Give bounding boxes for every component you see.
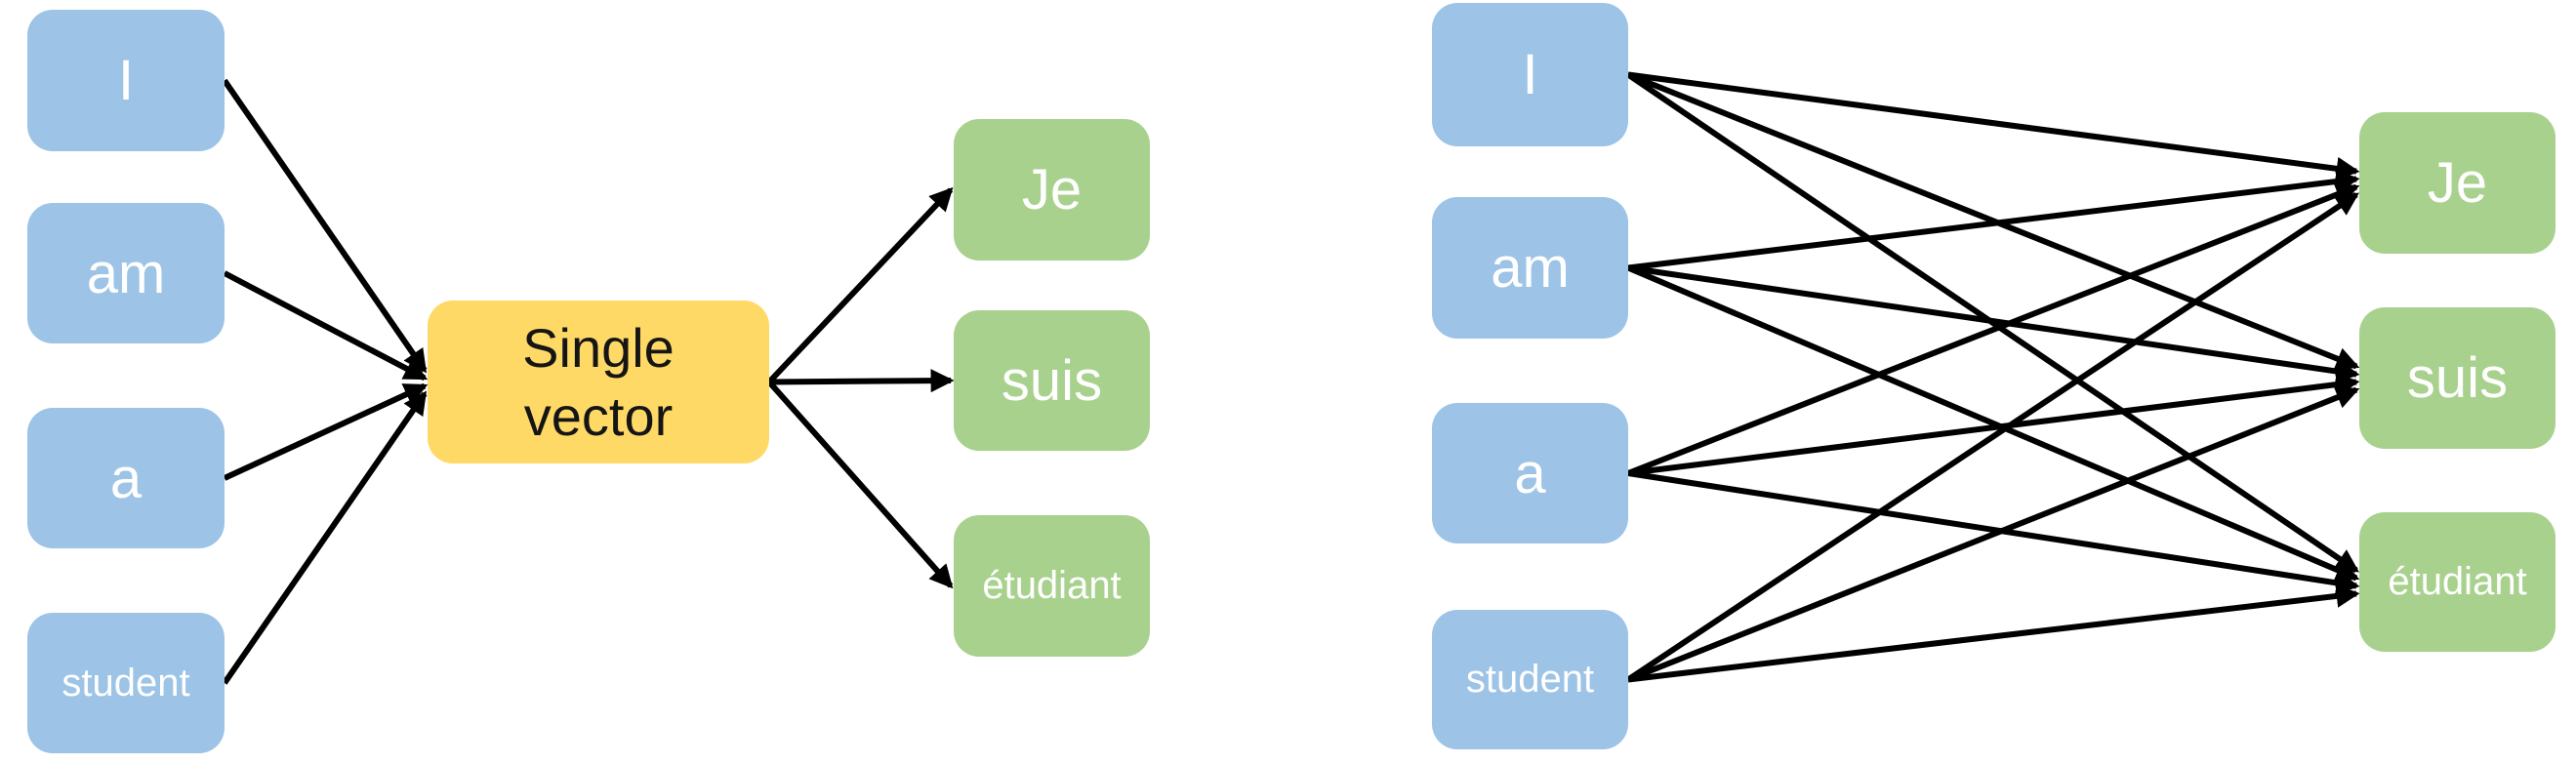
connection-arrow	[1627, 71, 2360, 181]
connection-arrow	[1627, 264, 2360, 383]
single-vector-label: Single vector	[522, 316, 675, 447]
connection-arrow	[766, 380, 954, 589]
left-target-word-box: Je	[954, 119, 1150, 261]
connection-arrow	[768, 369, 955, 393]
right-source-word-label: student	[1465, 658, 1595, 701]
connection-arrow	[223, 270, 429, 382]
left-source-word-box: I	[27, 10, 225, 151]
right-target-word-label: étudiant	[2388, 560, 2527, 603]
left-target-word-box: suis	[954, 310, 1150, 451]
left-target-word-label: Je	[1021, 158, 1083, 221]
connection-arrow	[1626, 192, 2359, 682]
connection-arrow	[1626, 264, 2360, 582]
left-source-word-box: a	[27, 408, 225, 548]
right-source-word-label: am	[1491, 236, 1570, 300]
right-source-word-box: a	[1432, 403, 1628, 543]
connection-arrow	[1627, 583, 2360, 683]
connection-arrow	[1626, 71, 2360, 371]
connection-arrow	[1626, 72, 2359, 573]
connection-arrow	[222, 390, 428, 685]
left-source-word-label: am	[86, 241, 166, 305]
connection-arrow	[1626, 385, 2360, 683]
connection-arrow	[1627, 170, 2360, 271]
connection-arrow	[223, 382, 429, 481]
right-source-word-label: a	[1514, 441, 1546, 505]
single-vector-box: Single vector	[428, 301, 769, 463]
connection-arrow	[222, 78, 428, 374]
connection-arrow	[1627, 470, 2360, 595]
left-source-word-label: I	[117, 49, 135, 112]
left-source-word-label: a	[109, 446, 143, 510]
right-target-word-box: Je	[2359, 112, 2556, 254]
left-source-word-label: student	[61, 661, 190, 704]
right-target-word-label: Je	[2427, 151, 2488, 215]
connection-arrow	[1626, 182, 2360, 476]
left-source-word-box: student	[27, 613, 225, 753]
right-source-word-box: I	[1432, 3, 1628, 146]
left-target-word-box: étudiant	[954, 515, 1150, 657]
right-target-word-box: suis	[2359, 307, 2556, 449]
connection-arrow	[1627, 373, 2360, 476]
connection-arrow	[766, 186, 954, 384]
right-source-word-box: am	[1432, 197, 1628, 339]
right-source-word-label: I	[1522, 43, 1538, 106]
left-target-word-label: suis	[1001, 348, 1103, 413]
right-source-word-box: student	[1432, 610, 1628, 749]
right-target-word-label: suis	[2406, 346, 2509, 410]
left-source-word-box: am	[27, 203, 225, 343]
left-target-word-label: étudiant	[982, 564, 1122, 607]
right-target-word-box: étudiant	[2359, 512, 2556, 652]
